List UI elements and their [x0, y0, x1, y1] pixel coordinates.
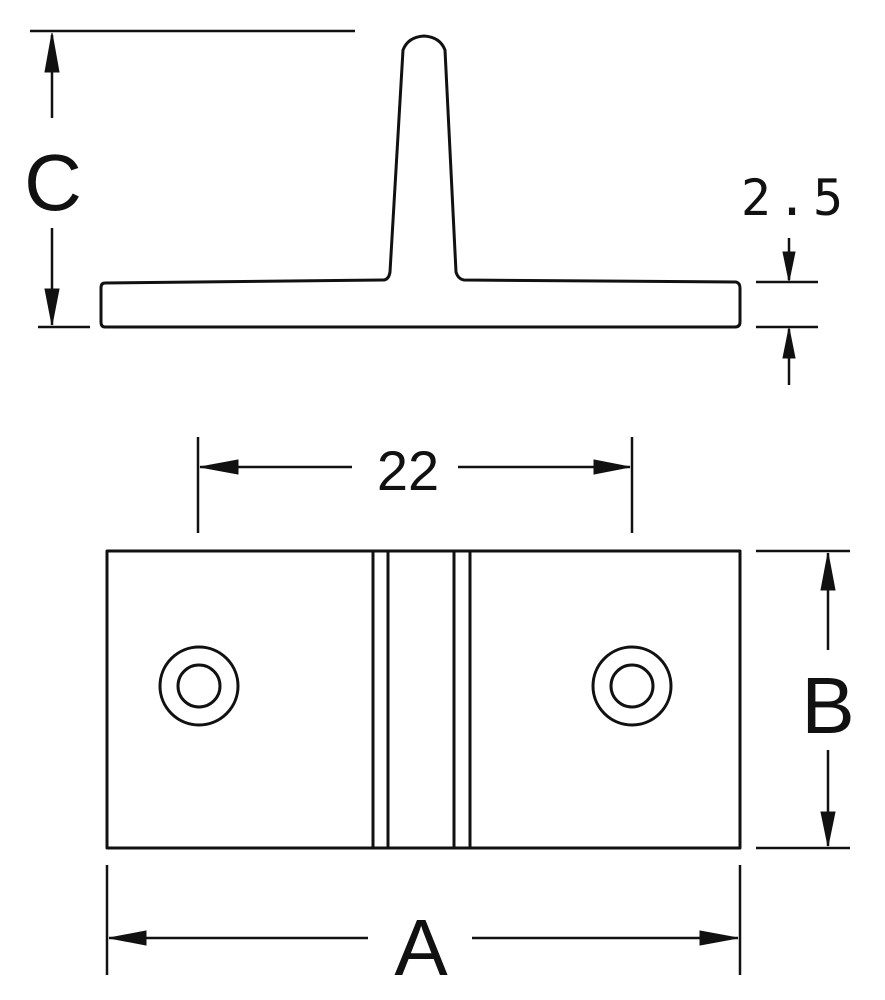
dimension-c: C — [24, 29, 355, 329]
arrowhead-right — [699, 930, 739, 946]
mounting-hole-right — [591, 645, 673, 727]
dimension-label-hole-spacing: 22 — [377, 439, 439, 502]
side-view — [99, 34, 742, 329]
top-view — [105, 549, 742, 850]
dimension-a: A — [105, 865, 742, 992]
arrowhead-down — [44, 288, 60, 326]
arrowhead-down — [782, 251, 796, 282]
arrowhead-up — [44, 32, 60, 73]
dimension-label-a: A — [394, 903, 448, 992]
t-profile-outline — [99, 34, 742, 329]
arrowhead-left — [199, 459, 239, 475]
arrowhead-down — [820, 811, 836, 847]
arrowhead-left — [108, 930, 147, 946]
mounting-hole-left — [158, 645, 240, 727]
hole-inner-ring — [609, 663, 655, 709]
arrowhead-up — [782, 327, 796, 359]
hole-outer-ring — [158, 645, 240, 727]
dimension-label-b: B — [801, 661, 854, 750]
dimension-hole-spacing: 22 — [196, 437, 634, 533]
dimension-b: B — [756, 549, 855, 850]
plate-outline — [105, 549, 742, 850]
arrowhead-up — [820, 552, 836, 591]
arrowhead-right — [593, 459, 631, 475]
hole-inner-ring — [176, 663, 222, 709]
dimension-label-c: C — [24, 138, 82, 227]
dimension-thickness: 2.5 — [741, 169, 849, 385]
dimension-label-thickness: 2.5 — [741, 169, 849, 227]
hole-outer-ring — [591, 645, 673, 727]
